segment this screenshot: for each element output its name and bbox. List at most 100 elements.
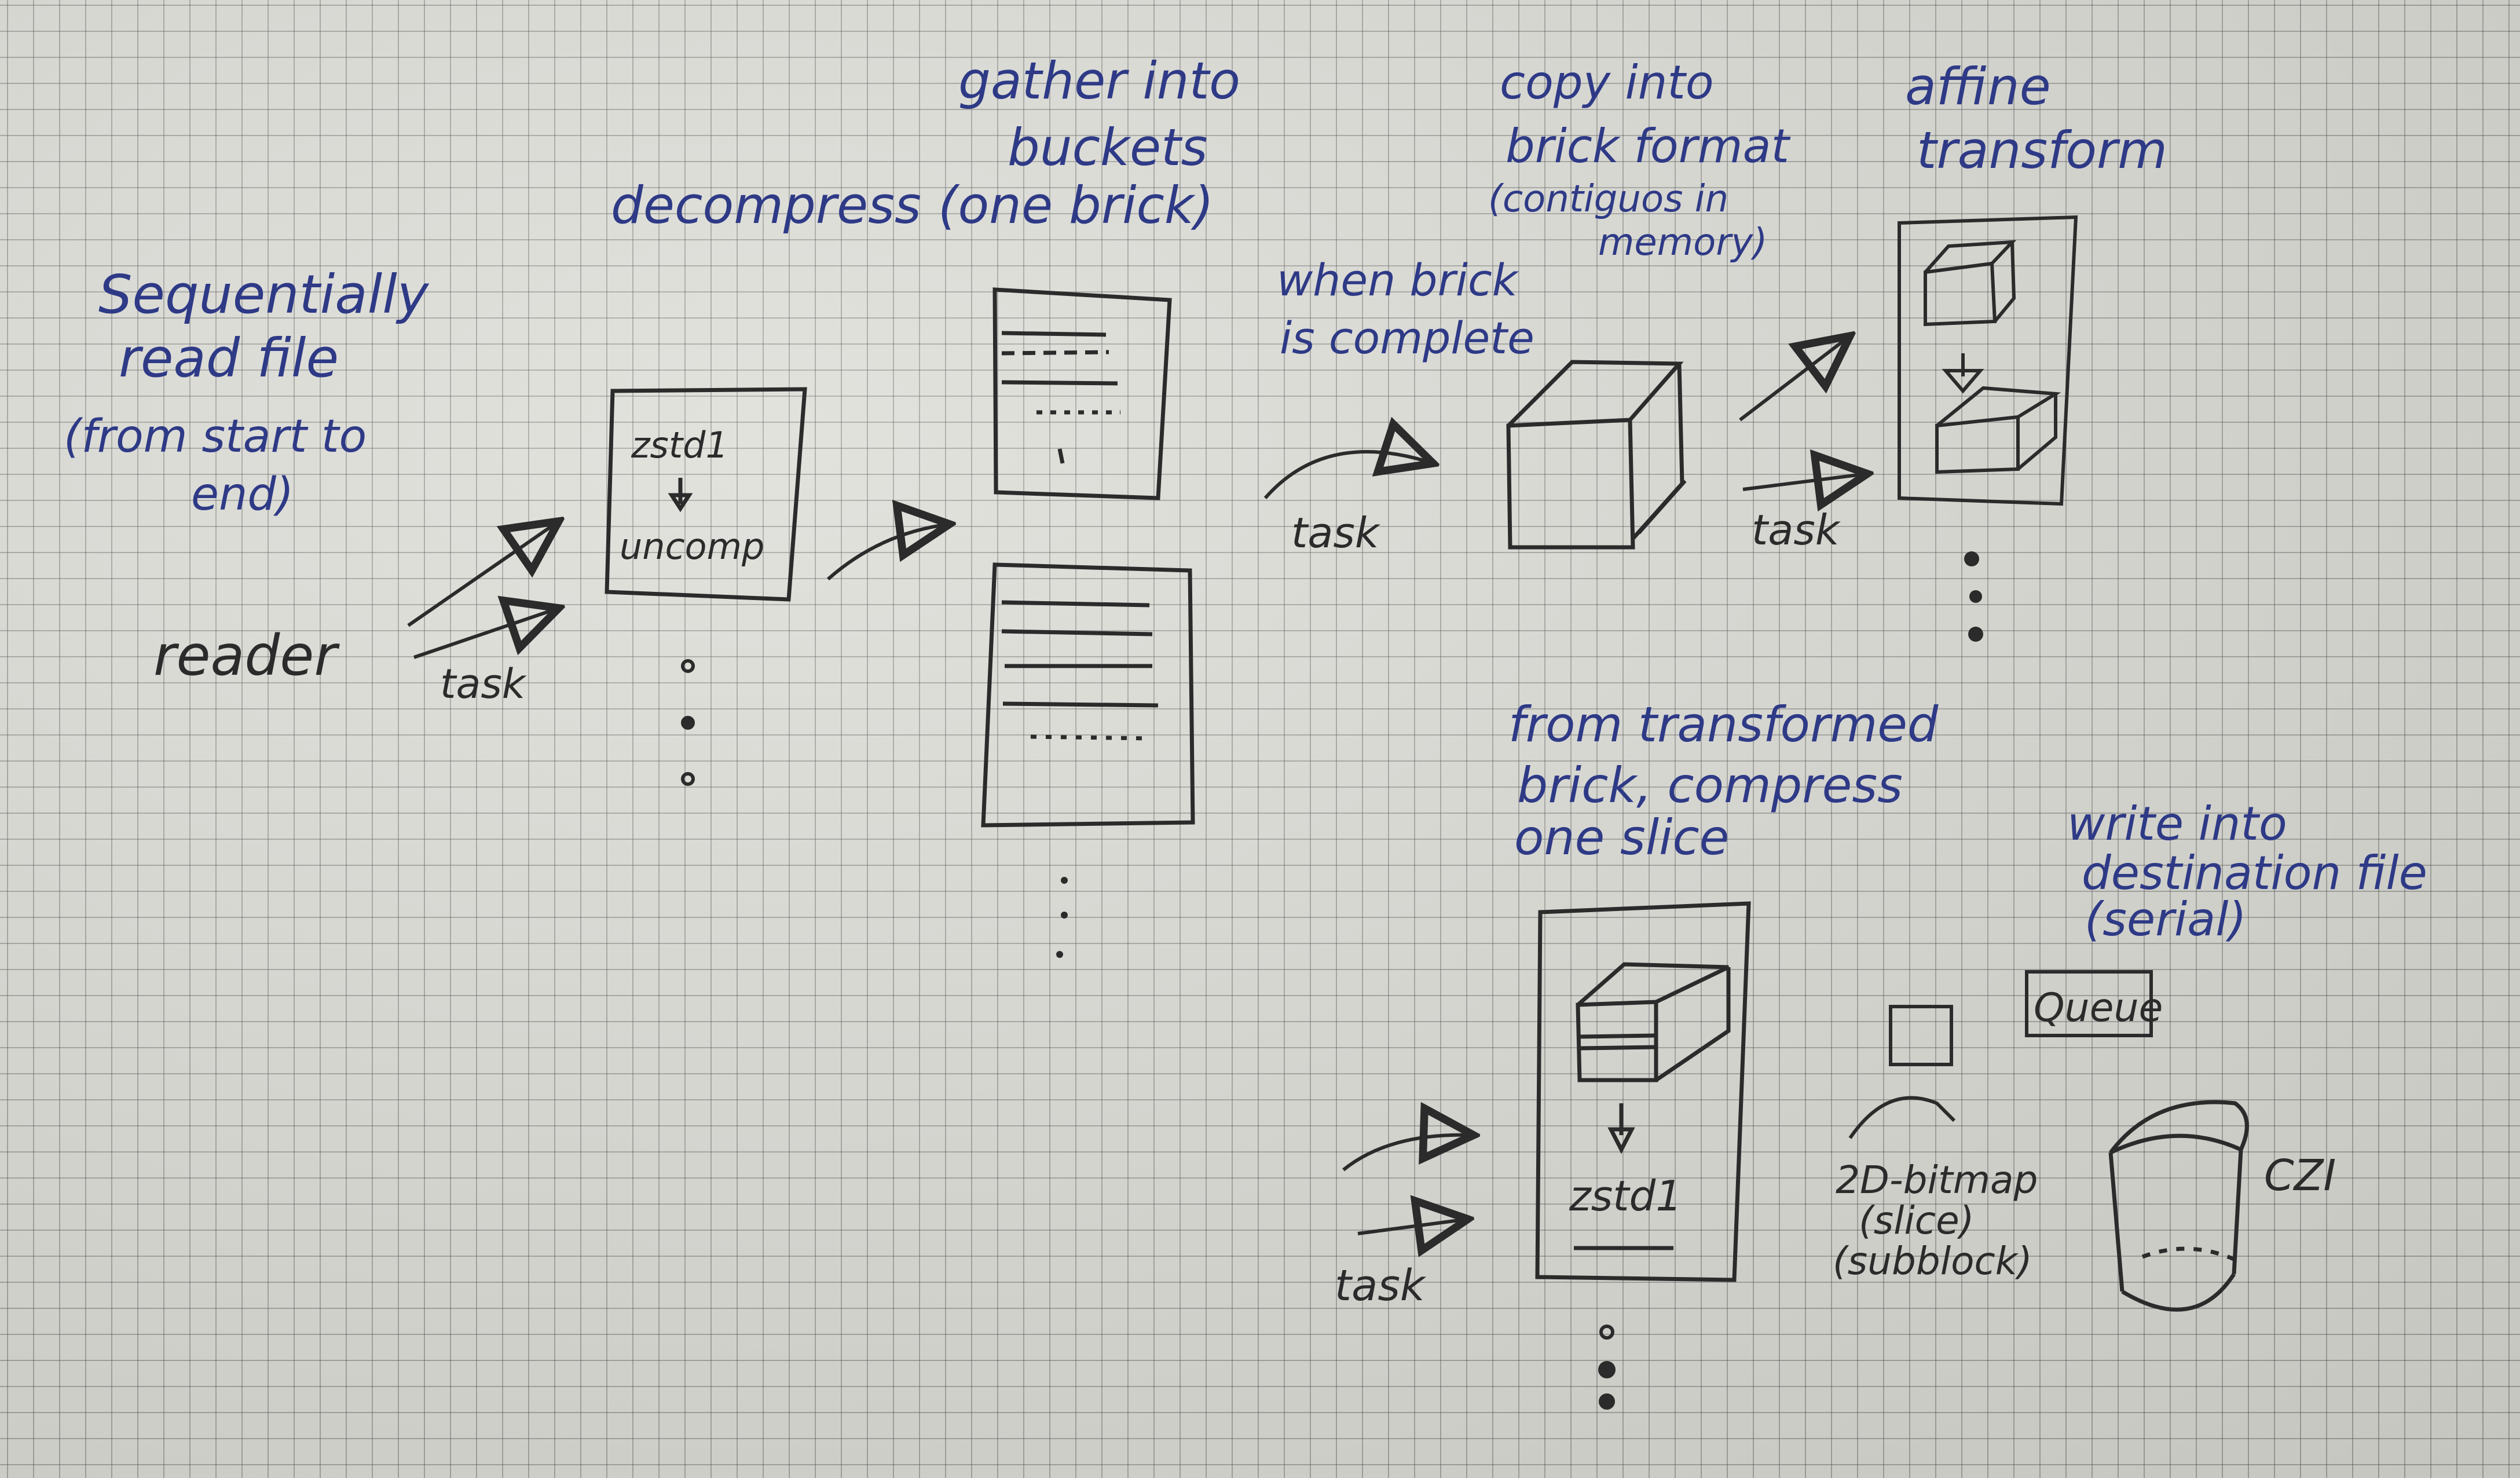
dot bbox=[681, 716, 695, 730]
gather-line-3: (one brick) bbox=[938, 175, 1214, 235]
sequential-read-line-2: read file bbox=[119, 327, 339, 389]
queue-label: Queue bbox=[2034, 985, 2163, 1031]
cylinder-back-curve bbox=[2141, 1246, 2236, 1262]
affine-arrow-1 bbox=[1739, 336, 1850, 422]
cylinder-top bbox=[2109, 1100, 2249, 1155]
reader-arrows bbox=[407, 521, 559, 659]
brick-cube bbox=[1506, 360, 1687, 550]
dot bbox=[681, 659, 695, 673]
dot bbox=[1061, 877, 1068, 884]
write-into-label: write into destination file (serial) bbox=[2067, 797, 2427, 946]
compress-arrow-1 bbox=[1342, 1135, 1474, 1172]
affine-box bbox=[1898, 215, 2078, 506]
slanted-cube-side bbox=[2017, 394, 2057, 471]
when-brick-line-2: is complete bbox=[1280, 312, 1534, 364]
gather-continuation-dots bbox=[1056, 877, 1068, 958]
dot bbox=[1599, 1393, 1615, 1410]
copy-into-line-4: memory) bbox=[1598, 221, 1767, 264]
bucket-line-dotted bbox=[1030, 734, 1150, 741]
bucket-top-outline bbox=[992, 287, 1172, 500]
dot bbox=[1598, 1361, 1616, 1378]
copy-into-line-3: (contiguos in bbox=[1488, 178, 1728, 221]
when-brick-label: when brick is complete bbox=[1277, 254, 1534, 364]
cylinder-left bbox=[2108, 1152, 2125, 1292]
write-into-line-1: write into bbox=[2067, 797, 2287, 851]
sequential-read-line-4: end) bbox=[191, 469, 294, 521]
bucket-line bbox=[1001, 380, 1118, 386]
bitmap-line-2: (slice) bbox=[1859, 1198, 1974, 1243]
compress-box bbox=[1535, 901, 1751, 1282]
bucket-tick bbox=[1057, 448, 1065, 464]
compress-continuation-dots bbox=[1598, 1325, 1616, 1410]
bucket-line bbox=[1001, 629, 1153, 636]
affine-down-arrow-head bbox=[1942, 369, 1984, 394]
brick-task-arrow bbox=[1263, 452, 1433, 499]
bucket-line bbox=[1002, 701, 1159, 708]
task-label-brick: task bbox=[1291, 508, 1381, 557]
affine-box-outline bbox=[1898, 215, 2078, 506]
affine-line-2: transform bbox=[1917, 120, 2167, 180]
queue-box bbox=[2025, 970, 2153, 1037]
bitmap-line-1: 2D-bitmap bbox=[1836, 1158, 2038, 1202]
write-into-line-2: destination file bbox=[2082, 846, 2427, 900]
dot bbox=[1061, 912, 1068, 919]
dot bbox=[681, 772, 695, 786]
bitmap-square bbox=[1889, 1005, 1953, 1066]
slice-cube-front bbox=[1576, 1000, 1658, 1082]
small-cube-side bbox=[1993, 242, 2016, 323]
small-cube-front bbox=[1924, 261, 1997, 327]
bitmap-curve-arrow bbox=[1848, 1096, 1956, 1139]
decompress-continuation-dots bbox=[681, 659, 695, 786]
gather-line-2: buckets bbox=[1008, 118, 1207, 177]
cylinder-right bbox=[2232, 1149, 2243, 1275]
bitmap-line-3: (subblock) bbox=[1833, 1239, 2032, 1283]
uncomp-label: uncomp bbox=[620, 525, 764, 568]
task-label-compress: task bbox=[1335, 1261, 1427, 1311]
slice-line bbox=[1579, 1033, 1655, 1039]
zstd-label: zstd1 bbox=[631, 424, 728, 466]
cylinder-bottom bbox=[2121, 1273, 2236, 1312]
bucket-bottom-outline bbox=[981, 562, 1195, 828]
cube-edge bbox=[1637, 479, 1687, 535]
cube-front bbox=[1506, 418, 1635, 550]
czi-label: CZI bbox=[2264, 1151, 2336, 1201]
czi-cylinder bbox=[2108, 1100, 2249, 1312]
bucket-top bbox=[992, 287, 1172, 500]
bucket-line bbox=[1001, 600, 1150, 608]
slice-cube-side bbox=[1655, 967, 1731, 1082]
dot bbox=[1964, 551, 1979, 566]
from-transformed-line-2: brick, compress bbox=[1517, 757, 1903, 814]
sequential-read-line-1: Sequentially bbox=[98, 264, 430, 325]
dot bbox=[1968, 627, 1983, 642]
from-transformed-line-3: one slice bbox=[1514, 809, 1729, 866]
cube-top bbox=[1507, 360, 1684, 427]
affine-line-1: affine bbox=[1905, 57, 2051, 116]
decompress-box bbox=[605, 387, 807, 602]
task-label-reader: task bbox=[440, 660, 527, 708]
decompress-box-outline bbox=[605, 387, 807, 602]
affine-continuation-dots bbox=[1964, 551, 1983, 642]
reader-arrow-2 bbox=[413, 608, 559, 659]
reader-label: reader bbox=[153, 623, 340, 688]
from-transformed-label: from transformed brick, compress one sli… bbox=[1508, 696, 1939, 866]
slanted-cube-top bbox=[1936, 386, 2061, 427]
sequential-read-label: Sequentially read file (from start to en… bbox=[64, 264, 430, 521]
task-label-affine: task bbox=[1752, 506, 1841, 554]
copy-into-label: copy into brick format (contiguos in mem… bbox=[1488, 56, 1791, 264]
gather-line-1: gather into bbox=[958, 51, 1240, 111]
affine-arrow-2 bbox=[1742, 474, 1867, 489]
bitmap-label: 2D-bitmap (slice) (subblock) bbox=[1833, 1158, 2038, 1283]
from-transformed-line-1: from transformed bbox=[1508, 696, 1939, 753]
copy-into-line-2: brick format bbox=[1506, 119, 1791, 173]
bucket-line-dashed bbox=[1001, 350, 1109, 356]
compress-box-outline bbox=[1535, 901, 1751, 1282]
decompress-label: decompress bbox=[611, 175, 921, 235]
reader-arrow-1 bbox=[407, 521, 559, 627]
write-into-line-3: (serial) bbox=[2085, 892, 2247, 946]
dot bbox=[1599, 1325, 1614, 1340]
compress-task-arrows bbox=[1342, 1135, 1474, 1234]
small-cube-top bbox=[1924, 240, 2017, 273]
sequential-read-line-3: (from start to bbox=[64, 411, 367, 463]
